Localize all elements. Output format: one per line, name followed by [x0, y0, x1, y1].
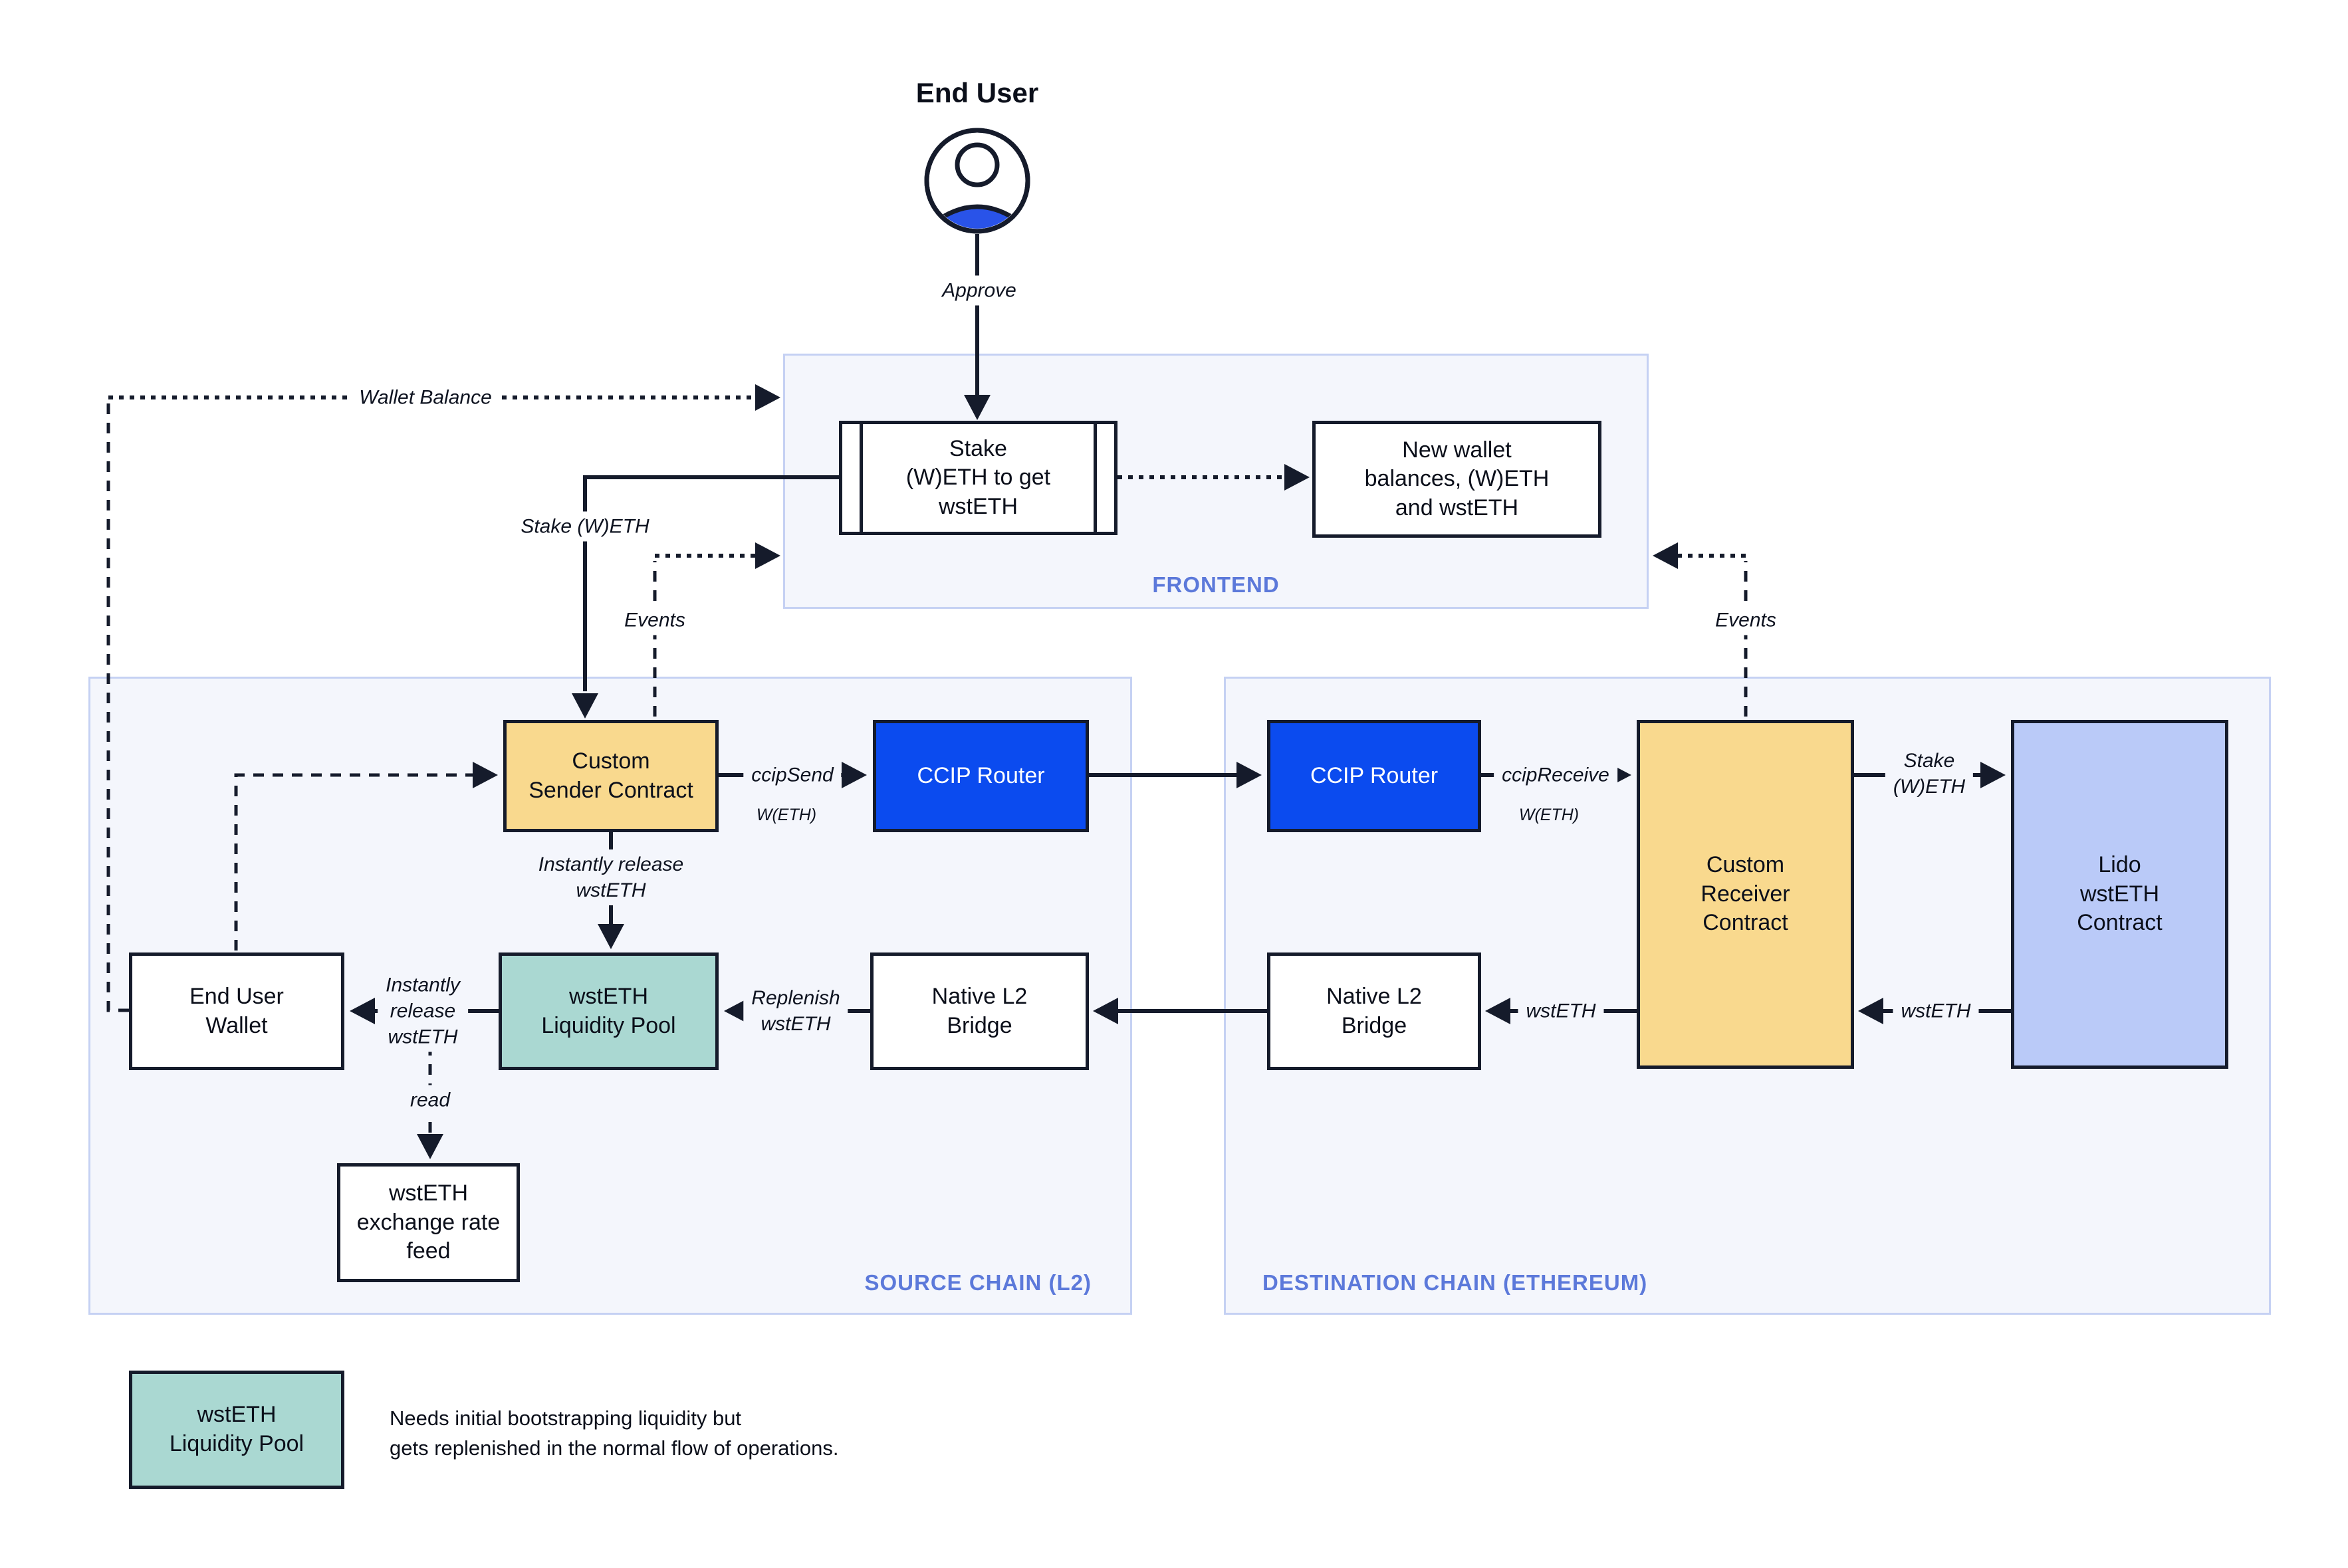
custom-sender-label: Custom Sender Contract — [528, 748, 693, 803]
native-l2-bridge-source-box: Native L2 Bridge — [870, 952, 1089, 1070]
arrowhead-left-icon — [1653, 542, 1678, 569]
events-right-edge-label: Events — [1707, 605, 1784, 635]
frontend-label: FRONTEND — [1152, 572, 1280, 597]
legend-box-label: wstETH Liquidity Pool — [169, 1402, 304, 1456]
lido-wsteth-contract-box: Lido wstETH Contract — [2011, 720, 2228, 1069]
wallet-balance-edge-label: Wallet Balance — [351, 382, 500, 413]
stake-box-label: Stake (W)ETH to get wstETH — [905, 435, 1051, 519]
custom-receiver-contract-box: Custom Receiver Contract — [1637, 720, 1854, 1069]
destination-chain-label: DESTINATION CHAIN (ETHEREUM) — [1262, 1270, 1648, 1295]
custom-receiver-label: Custom Receiver Contract — [1701, 852, 1790, 936]
wsteth-to-bridge-edge-label: wstETH — [1518, 996, 1604, 1026]
legend-note: Needs initial bootstrapping liquidity bu… — [390, 1406, 839, 1460]
subroutine-left-line — [860, 424, 863, 532]
subroutine-right-line — [1094, 424, 1097, 532]
native-bridge-destination-label: Native L2 Bridge — [1326, 983, 1422, 1038]
wsteth-liquidity-pool-box: wstETH Liquidity Pool — [499, 952, 719, 1070]
instantly-release-edge-label: Instantly release wstETH — [530, 849, 692, 905]
stake-weth-edge-label: Stake (W)ETH — [513, 511, 657, 542]
ccip-router-destination-box: CCIP Router — [1267, 720, 1481, 832]
arrowhead-right-icon — [755, 384, 780, 411]
approve-edge-label: Approve — [934, 275, 1024, 306]
end-user-wallet-label: End User Wallet — [189, 983, 284, 1038]
stake-weth-subroutine-box: Stake (W)ETH to get wstETH — [839, 421, 1117, 535]
new-wallet-box-label: New wallet balances, (W)ETH and wstETH — [1364, 437, 1550, 520]
replenish-edge-label: Replenish wstETH — [743, 983, 848, 1039]
custom-sender-contract-box: Custom Sender Contract — [503, 720, 719, 832]
new-wallet-balances-box: New wallet balances, (W)ETH and wstETH — [1312, 421, 1601, 538]
liquidity-pool-label: wstETH Liquidity Pool — [541, 983, 676, 1038]
rate-feed-label: wstETH exchange rate feed — [356, 1180, 501, 1264]
ccipreceive-token-label: W(ETH) — [1510, 802, 1587, 828]
lido-contract-label: Lido wstETH Contract — [2077, 852, 2163, 936]
source-chain-label: SOURCE CHAIN (L2) — [864, 1270, 1092, 1295]
events-left-edge-label: Events — [616, 605, 693, 635]
native-bridge-source-label: Native L2 Bridge — [931, 983, 1028, 1038]
instantly-release-wallet-edge-label: Instantly release wstETH — [378, 970, 468, 1052]
ccip-router-source-box: CCIP Router — [873, 720, 1089, 832]
native-l2-bridge-destination-box: Native L2 Bridge — [1267, 952, 1481, 1070]
ccipreceive-edge-label: ccipReceive — [1494, 760, 1617, 790]
wsteth-to-receiver-edge-label: wstETH — [1893, 996, 1979, 1026]
ccipsend-token-label: W(ETH) — [748, 802, 825, 828]
stake-weth-lido-edge-label: Stake (W)ETH — [1885, 746, 1974, 802]
ccip-router-source-label: CCIP Router — [917, 762, 1045, 788]
read-edge-label: read — [402, 1085, 459, 1115]
arrowhead-right-icon — [755, 542, 780, 569]
ccip-router-destination-label: CCIP Router — [1310, 762, 1439, 788]
wsteth-exchange-rate-feed-box: wstETH exchange rate feed — [337, 1163, 520, 1282]
end-user-wallet-box: End User Wallet — [129, 952, 344, 1070]
end-user-icon — [924, 128, 1030, 234]
legend-liquidity-pool-box: wstETH Liquidity Pool — [129, 1371, 344, 1489]
ccipsend-edge-label: ccipSend — [743, 760, 842, 790]
end-user-title: End User — [915, 77, 1039, 108]
